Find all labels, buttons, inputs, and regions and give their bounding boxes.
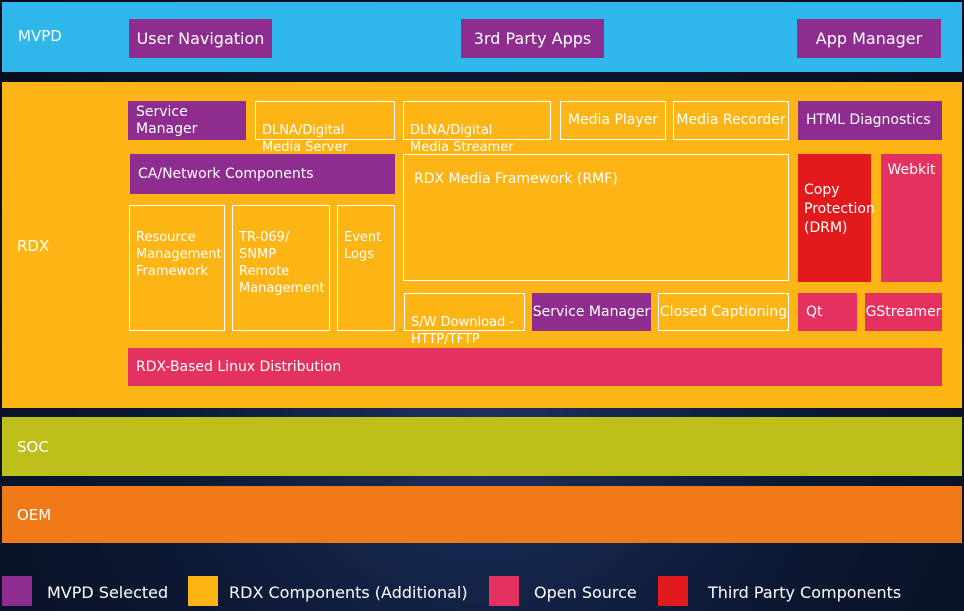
mvpd-layer: MVPD User Navigation 3rd Party Apps App … (2, 2, 962, 72)
html-diagnostics-label: HTML Diagnostics (806, 112, 931, 128)
service-manager-top-label: Service Manager (136, 103, 198, 137)
app-manager-label: App Manager (815, 29, 923, 48)
media-player-label: Media Player (567, 112, 659, 128)
html-diagnostics-box: HTML Diagnostics (798, 101, 942, 140)
media-recorder-label: Media Recorder (676, 112, 786, 128)
legend-swatch-rdx-components (188, 576, 218, 606)
closed-captioning-label: Closed Captioning (659, 303, 788, 320)
legend-label-open-source: Open Source (534, 583, 637, 602)
linux-distribution-box: RDX-Based Linux Distribution (128, 348, 942, 386)
service-manager-bottom-label: Service Manager (532, 303, 651, 320)
dlna-media-server-box: DLNA/Digital Media Server (255, 101, 395, 155)
oem-label: OEM (17, 506, 52, 524)
third-party-apps-box: 3rd Party Apps (461, 19, 604, 58)
webkit-label: Webkit (887, 162, 936, 178)
event-logs-label: Event Logs (344, 230, 382, 262)
dlna-media-server-label: DLNA/Digital Media Server (262, 123, 348, 155)
gstreamer-box: GStreamer (865, 293, 942, 331)
service-manager-top-box: Service Manager (128, 101, 246, 140)
sw-download-box: S/W Download - HTTP/TFTP (404, 293, 525, 347)
legend-label-third-party: Third Party Components (708, 583, 902, 602)
rmf-label: RDX Media Framework (RMF) (414, 171, 618, 187)
media-player-box: Media Player (560, 101, 666, 140)
mvpd-label: MVPD (18, 27, 62, 45)
service-manager-bottom-box: Service Manager (532, 293, 651, 331)
dlna-media-streamer-label: DLNA/Digital Media Streamer (410, 123, 514, 155)
user-navigation-box: User Navigation (129, 19, 272, 58)
user-navigation-label: User Navigation (136, 29, 265, 48)
closed-captioning-box: Closed Captioning (658, 293, 789, 331)
third-party-apps-label: 3rd Party Apps (473, 29, 592, 48)
event-logs-box: Event Logs (337, 205, 395, 331)
sw-download-label: S/W Download - HTTP/TFTP (411, 315, 515, 347)
soc-layer: SOC (2, 417, 962, 476)
rdx-layer: RDX Service Manager DLNA/Digital Media S… (2, 82, 962, 408)
copy-protection-label: Copy Protection (DRM) (804, 182, 875, 236)
legend-swatch-mvpd-selected (2, 576, 32, 606)
legend-label-rdx-components: RDX Components (Additional) (229, 583, 468, 602)
webkit-box: Webkit (881, 154, 942, 282)
oem-layer: OEM (2, 486, 962, 543)
qt-box: Qt (798, 293, 857, 331)
legend-swatch-third-party (658, 576, 688, 606)
soc-label: SOC (17, 438, 49, 456)
legend: MVPD Selected RDX Components (Additional… (0, 576, 964, 611)
gstreamer-label: GStreamer (865, 303, 942, 320)
qt-label: Qt (806, 303, 823, 320)
ca-network-label: CA/Network Components (138, 165, 314, 182)
resource-management-box: Resource Management Framework (129, 205, 225, 331)
copy-protection-box: Copy Protection (DRM) (798, 154, 875, 282)
linux-distribution-label: RDX-Based Linux Distribution (136, 358, 342, 375)
tr069-label: TR-069/ SNMP Remote Management (239, 230, 325, 296)
legend-label-mvpd-selected: MVPD Selected (47, 583, 169, 602)
ca-network-box: CA/Network Components (130, 154, 395, 194)
dlna-media-streamer-box: DLNA/Digital Media Streamer (403, 101, 551, 155)
resource-management-label: Resource Management Framework (136, 230, 222, 279)
media-recorder-box: Media Recorder (673, 101, 789, 140)
tr069-box: TR-069/ SNMP Remote Management (232, 205, 330, 331)
app-manager-box: App Manager (797, 19, 941, 58)
rmf-box: RDX Media Framework (RMF) (403, 154, 789, 281)
rdx-label: RDX (17, 237, 50, 255)
legend-swatch-open-source (489, 576, 519, 606)
